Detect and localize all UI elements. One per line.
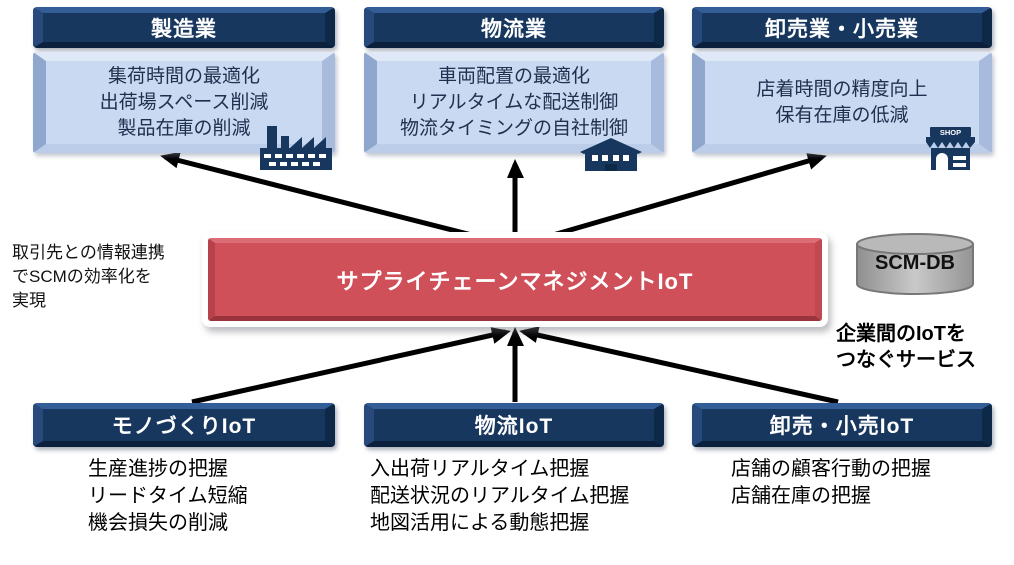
left-note-line: 取引先との情報連携: [12, 243, 165, 262]
benefit-line: 集荷時間の最適化: [107, 65, 260, 87]
header-wholesale-retail: 卸売業・小売業: [692, 7, 992, 48]
shop-sign-text: SHOP: [940, 128, 961, 137]
list-item: 地図活用による動態把握: [370, 512, 590, 534]
right-note-line: つなぐサービス: [836, 349, 976, 371]
left-note: 取引先との情報連携 でSCMの効率化を 実現: [12, 241, 165, 313]
header-monozukuri-iot: モノづくりIoT: [33, 403, 335, 447]
list-item: 店舗在庫の把握: [731, 485, 871, 507]
header-logistics-iot-label: 物流IoT: [474, 415, 554, 438]
database-label: SCM-DB: [875, 252, 955, 274]
list-item: リードタイム短縮: [88, 485, 248, 507]
header-retail-iot: 卸売・小売IoT: [692, 403, 992, 447]
right-note-line: 企業間のIoTを: [836, 323, 966, 345]
right-note: 企業間のIoTを つなぐサービス: [836, 321, 976, 373]
arrow-retail-iot-to-center: [519, 326, 839, 405]
center-box-frame: サプライチェーンマネジメントIoT: [202, 232, 828, 327]
benefit-line: 保有在庫の低減: [775, 104, 909, 126]
scm-iot-center-box: サプライチェーンマネジメントIoT: [208, 238, 822, 321]
warehouse-icon: [580, 138, 642, 171]
header-retail-iot-label: 卸売・小売IoT: [769, 415, 915, 438]
list-item: 生産進捗の把握: [88, 458, 228, 480]
factory-icon: [260, 126, 332, 170]
benefit-line: リアルタイムな配送制御: [409, 91, 619, 113]
header-monozukuri-iot-label: モノづくりIoT: [111, 415, 257, 438]
logistics-iot-list: 入出荷リアルタイム把握 配送状況のリアルタイム把握 地図活用による動態把握: [370, 456, 629, 537]
list-item: 機会損失の削減: [88, 512, 228, 534]
header-manufacturing-label: 製造業: [151, 17, 217, 41]
header-manufacturing: 製造業: [33, 7, 335, 48]
benefit-line: 店着時間の精度向上: [756, 78, 928, 100]
shop-icon: SHOP: [926, 127, 975, 170]
header-wholesale-retail-label: 卸売業・小売業: [765, 17, 919, 41]
left-note-line: でSCMの効率化を: [12, 267, 152, 286]
list-item: 入出荷リアルタイム把握: [370, 458, 590, 480]
header-logistics: 物流業: [364, 7, 664, 48]
left-note-line: 実現: [12, 291, 46, 310]
scm-iot-center-label: サプライチェーンマネジメントIoT: [336, 268, 694, 294]
arrow-monozukuri-to-center: [191, 327, 511, 405]
benefit-line: 出荷場スペース削減: [99, 91, 269, 113]
header-logistics-label: 物流業: [481, 17, 547, 41]
header-logistics-iot: 物流IoT: [364, 403, 664, 447]
benefit-line: 物流タイミングの自社制御: [399, 117, 628, 139]
benefit-line: 製品在庫の削減: [117, 117, 251, 139]
list-item: 店舗の顧客行動の把握: [731, 458, 931, 480]
monozukuri-iot-list: 生産進捗の把握 リードタイム短縮 機会損失の削減: [88, 456, 248, 537]
database-cylinder-icon: [856, 233, 974, 295]
list-item: 配送状況のリアルタイム把握: [370, 485, 630, 507]
retail-iot-list: 店舗の顧客行動の把握 店舗在庫の把握: [731, 456, 931, 510]
benefit-line: 車両配置の最適化: [437, 65, 590, 87]
panel-logistics-benefits: 車両配置の最適化 リアルタイムな配送制御 物流タイミングの自社制御: [364, 52, 664, 153]
